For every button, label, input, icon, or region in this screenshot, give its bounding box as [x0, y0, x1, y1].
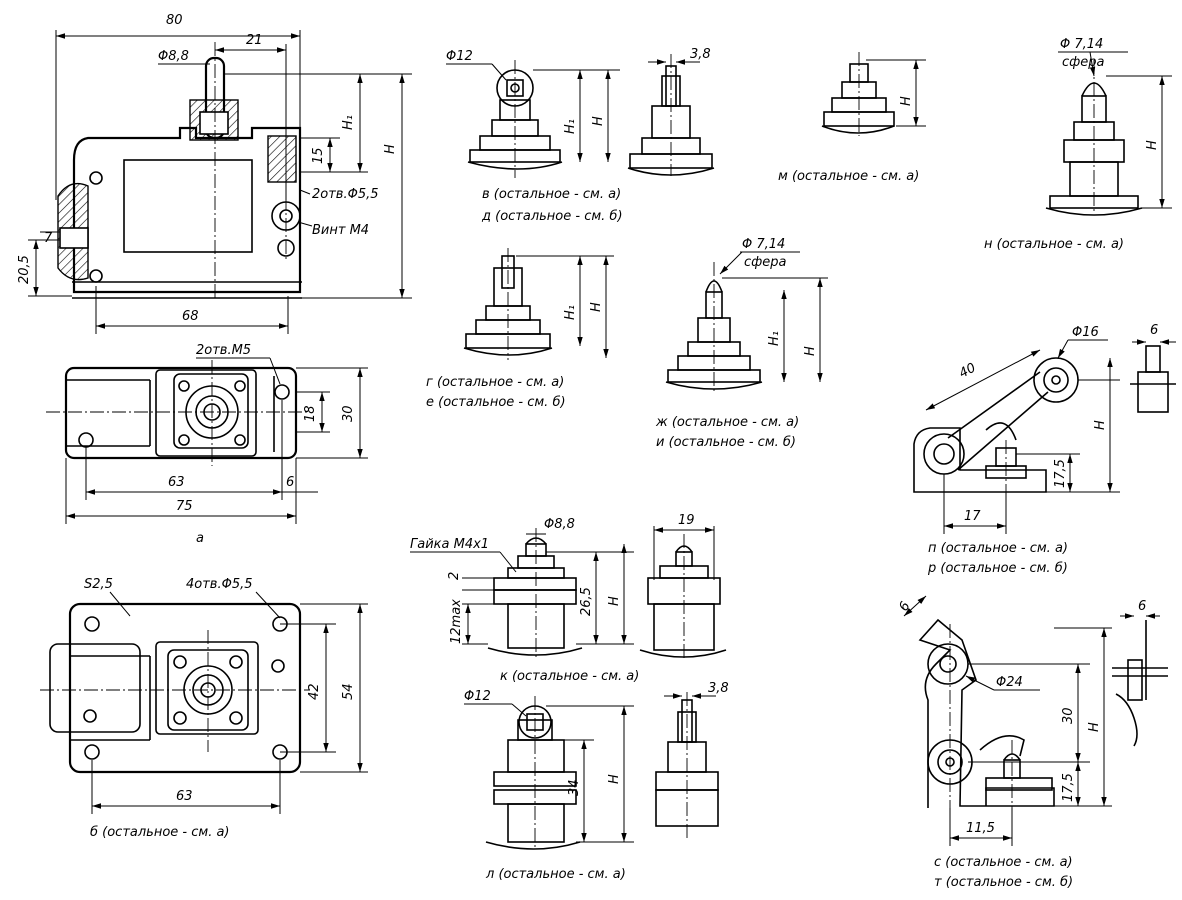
dim-6: 6	[286, 475, 294, 490]
dim-h-s: H	[1087, 722, 1102, 732]
caption-a: а	[196, 531, 204, 546]
dim-3-8-v: 3,8	[690, 47, 711, 62]
note-2holes-m5: 2отв.М5	[196, 343, 251, 358]
dim-h1-zh: H₁	[767, 331, 782, 346]
dim-phi12-l: Φ12	[464, 689, 491, 704]
label-sphere-n: сфера	[1062, 55, 1105, 70]
dim-phi88: Φ8,8	[158, 49, 189, 64]
caption-zh: ж (остальное - см. а)	[655, 415, 799, 430]
dim-phi714-n: Φ 7,14	[1060, 37, 1103, 52]
dim-26-5-k: 26,5	[579, 587, 594, 616]
dim-63-b: 63	[176, 789, 193, 804]
caption-r: р (остальное - см. б)	[927, 561, 1068, 576]
caption-t: т (остальное - см. б)	[934, 875, 1073, 890]
view-v-d: Φ12 H₁ H 3,8 в (остальное - см. а) д (ос…	[446, 47, 715, 224]
dim-h-l: H	[607, 774, 622, 784]
caption-l: л (остальное - см. а)	[485, 867, 626, 882]
note-2holes-55: 2отв.Φ5,5	[312, 187, 379, 202]
dim-phi88-k: Φ8,8	[544, 517, 575, 532]
dim-42: 42	[307, 683, 322, 700]
dim-h-v: H	[591, 116, 606, 126]
view-s-t: 6 6 Φ24 30 17,5 H 11,5 с (остальное - см…	[896, 595, 1168, 890]
dim-75: 75	[176, 499, 193, 514]
dim-17-p: 17	[964, 509, 981, 524]
dim-7: 7	[44, 231, 53, 246]
dim-phi16-p: Φ16	[1072, 325, 1099, 340]
dim-phi24-s: Φ24	[996, 675, 1023, 690]
caption-n: н (остальное - см. а)	[984, 237, 1124, 252]
dim-17-5-s: 17,5	[1061, 773, 1076, 802]
dim-h-zh: H	[803, 346, 818, 356]
view-l: Φ12 34 H 3,8 л (остальное - см. а)	[464, 681, 729, 882]
dim-h1-g: H₁	[563, 305, 578, 320]
dim-54: 54	[341, 683, 356, 700]
note-4holes: 4отв.Φ5,5	[186, 577, 253, 592]
caption-d: д (остальное - см. б)	[481, 209, 623, 224]
dim-40-p: 40	[957, 361, 979, 382]
dim-h-n: H	[1145, 140, 1160, 150]
dim-15: 15	[311, 147, 326, 164]
label-sphere-zh: сфера	[744, 255, 787, 270]
caption-v: в (остальное - см. а)	[482, 187, 621, 202]
note-screw-m4: Винт М4	[312, 223, 369, 238]
dim-phi12-v: Φ12	[446, 49, 473, 64]
dim-11-5-s: 11,5	[966, 821, 995, 836]
dim-18: 18	[303, 405, 318, 422]
caption-m: м (остальное - см. а)	[778, 169, 919, 184]
caption-e: е (остальное - см. б)	[426, 395, 566, 410]
caption-b: б (остальное - см. а)	[90, 825, 230, 840]
dim-h-k: H	[607, 596, 622, 606]
dim-21: 21	[246, 33, 263, 48]
view-a-plan: 2отв.М5 18 30 63 6 75 а	[46, 343, 368, 546]
caption-s: с (остальное - см. а)	[934, 855, 1073, 870]
dim-30-s: 30	[1061, 707, 1076, 724]
note-nut: Гайка М4х1	[410, 537, 489, 552]
dim-34-l: 34	[567, 779, 582, 796]
dim-h-g: H	[589, 302, 604, 312]
view-zh-i: Φ 7,14 сфера H₁ H ж (остальное - см. а) …	[655, 237, 828, 450]
caption-p: п (остальное - см. а)	[928, 541, 1068, 556]
dim-h-p: H	[1093, 420, 1108, 430]
view-n: Φ 7,14 сфера H н (остальное - см. а)	[984, 37, 1172, 252]
view-g-e: H₁ H г (остальное - см. а) е (остальное …	[426, 248, 614, 410]
view-m: H м (остальное - см. а)	[778, 52, 926, 184]
dim-phi714-zh: Φ 7,14	[742, 237, 785, 252]
dim-h1-v: H₁	[563, 119, 578, 134]
dim-h: H	[383, 144, 398, 154]
caption-g: г (остальное - см. а)	[426, 375, 564, 390]
view-a-front: 80 21 Φ8,8 H₁ H 15 2отв.Φ5,5 Винт М4 20,…	[17, 13, 412, 334]
dim-30: 30	[341, 405, 356, 422]
dim-2-k: 2	[447, 572, 462, 580]
dim-17-5-p: 17,5	[1053, 459, 1068, 488]
caption-k: к (остальное - см. а)	[500, 669, 639, 684]
view-b-plan: S2,5 4отв.Φ5,5 42 54 63 б (остальное - с…	[40, 577, 368, 840]
view-p-r: Φ16 6 40 H 17,5 17 п (остальное - см. а)…	[913, 323, 1176, 576]
dim-80: 80	[166, 13, 183, 28]
dim-6-p: 6	[1150, 323, 1158, 338]
dim-s2-5: S2,5	[84, 577, 113, 592]
dim-12-k: 12max	[449, 599, 464, 644]
dim-63: 63	[168, 475, 185, 490]
dim-19-k: 19	[678, 513, 695, 528]
dim-h1: H₁	[341, 115, 356, 130]
dim-6-s-a: 6	[896, 599, 913, 614]
dim-20-5: 20,5	[17, 255, 32, 284]
caption-i: и (остальное - см. б)	[656, 435, 796, 450]
dim-68: 68	[182, 309, 199, 324]
dim-h-m: H	[899, 96, 914, 106]
view-k: Гайка М4х1 Φ8,8 19 2 12max 26,5 H к (ост…	[410, 513, 727, 684]
dim-3-8-l: 3,8	[708, 681, 729, 696]
dim-6-s-b: 6	[1138, 599, 1146, 614]
